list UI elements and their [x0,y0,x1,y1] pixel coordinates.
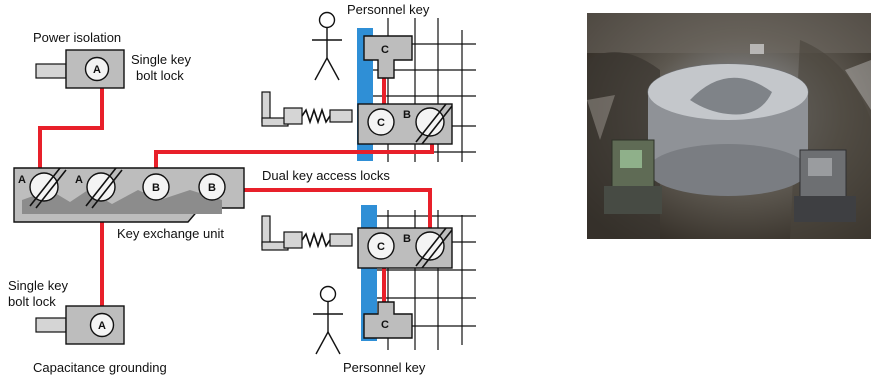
key-label-a: A [75,174,83,186]
dual-key-access-locks-label: Dual key access locks [262,168,390,183]
lock-icon [367,232,395,260]
lock-icon [84,56,110,82]
lock-icon [198,173,226,201]
key-label-b: B [208,182,216,194]
key-label-c: C [381,319,389,331]
personnel-key-label-bottom: Personnel key [343,360,426,375]
single-key-bolt-lock-label-1: Single key [8,278,68,293]
key-exchange-unit: A A B B [13,167,245,223]
bolt-icon [35,317,67,333]
single-key-bolt-lock-label-1: Single key [131,52,191,67]
bolt-icon [35,63,67,79]
single-key-bolt-lock-label-2: bolt lock [8,294,56,309]
key-label-c: C [381,44,389,56]
single-key-bolt-lock-label-2: bolt lock [136,68,184,83]
key-label-a: A [98,320,106,332]
capacitance-grounding-label: Capacitance grounding [33,360,167,375]
key-icon [363,35,413,79]
dual-key-lock-top: C B [357,103,453,145]
dual-key-lock-bottom: C B [357,227,453,269]
key-label-a: A [93,64,101,76]
key-label-c: C [377,117,385,129]
lock-icon [367,108,395,136]
personnel-key-c-bottom: C [363,301,413,339]
power-isolation-label: Power isolation [33,30,121,45]
key-icon [363,301,413,339]
person-icon [312,11,342,81]
key-label-b: B [403,109,411,121]
photo [587,13,871,239]
personnel-key-label-top: Personnel key [347,2,430,17]
lock-icon [142,173,170,201]
spring-bolt-bottom [261,215,353,251]
capacitance-grounding-bolt-lock: A [35,305,125,345]
key-exchange-unit-label: Key exchange unit [117,226,224,241]
key-label-c: C [377,241,385,253]
spring-bolt-top [261,91,353,127]
power-isolation-bolt-lock: A [35,49,125,89]
person-icon [313,285,343,355]
lock-icon [89,312,115,338]
personnel-key-c-top: C [363,35,413,79]
key-label-b: B [152,182,160,194]
key-label-b: B [403,233,411,245]
key-label-a: A [18,174,26,186]
